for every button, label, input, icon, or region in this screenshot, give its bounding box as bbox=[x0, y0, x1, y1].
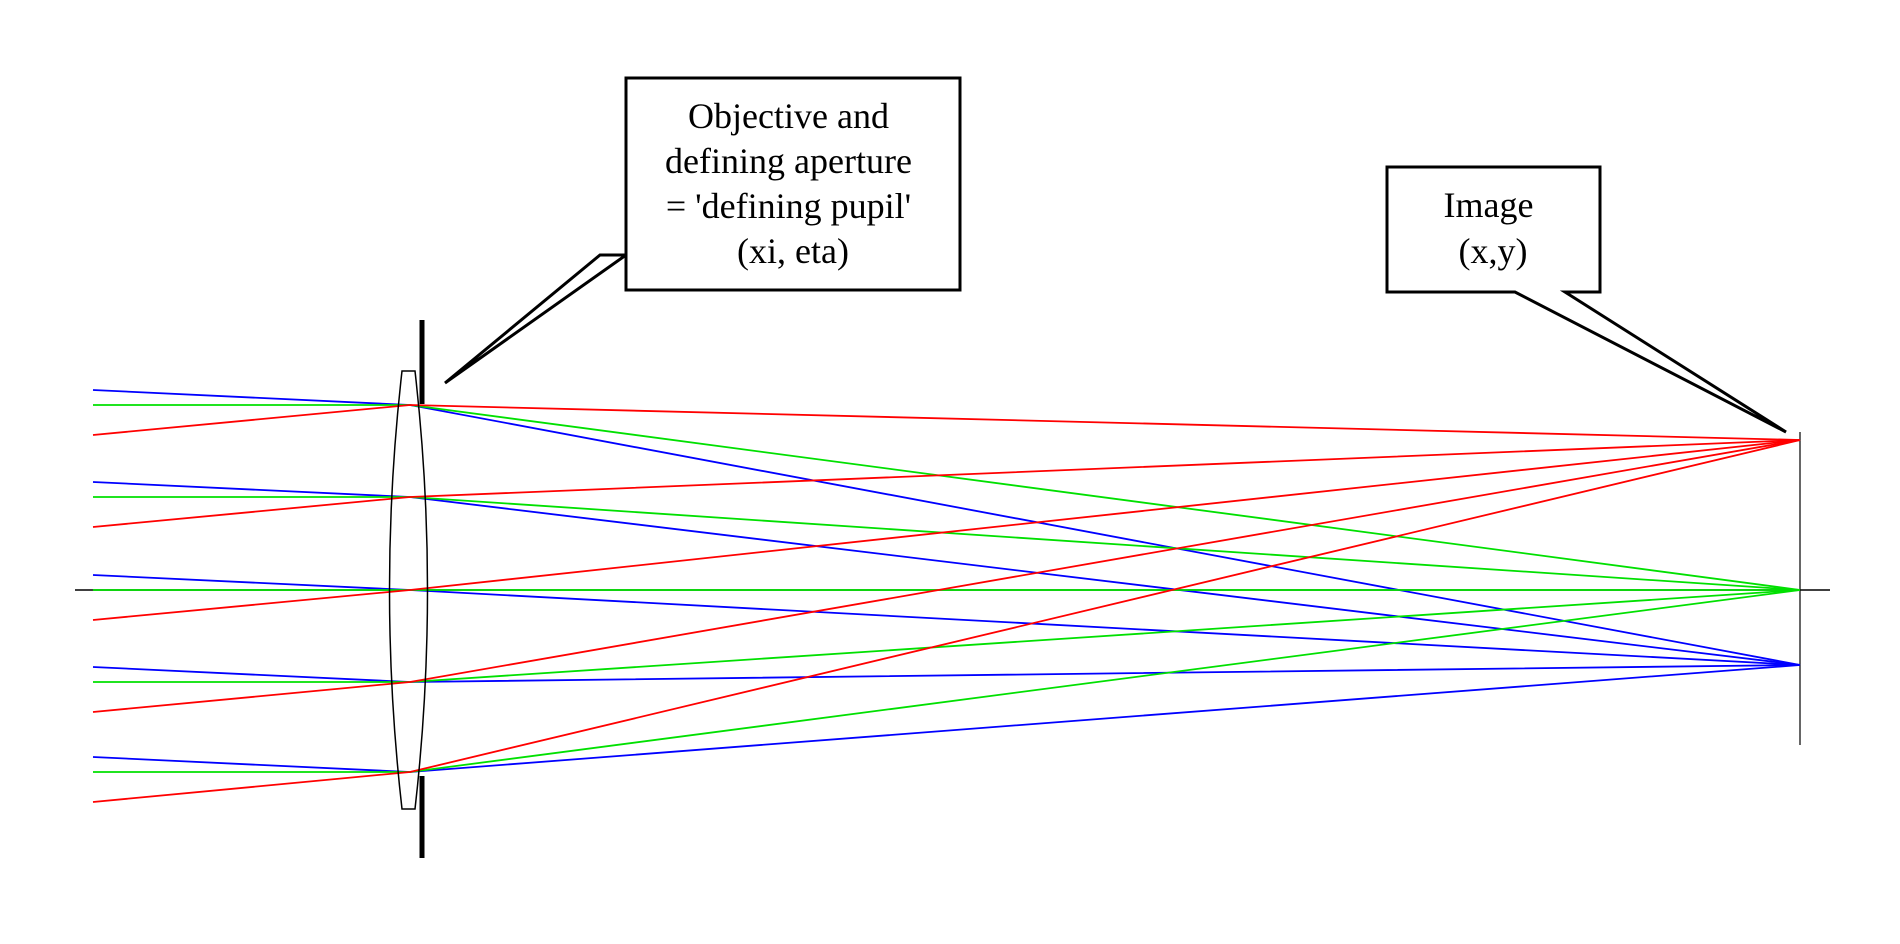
callout-image-line-2: (x,y) bbox=[1459, 231, 1528, 271]
ray-blue-5 bbox=[92, 664, 1801, 773]
ray-red-2 bbox=[92, 439, 1801, 528]
ray-red-4 bbox=[92, 439, 1801, 713]
callout-image: Image (x,y) bbox=[1385, 165, 1787, 434]
callout-objective-line-1: Objective and bbox=[688, 96, 889, 136]
ray-red-3 bbox=[92, 439, 1801, 621]
ray-red-5 bbox=[92, 439, 1801, 803]
ray-red-1 bbox=[92, 404, 1801, 441]
objective-lens bbox=[388, 370, 429, 810]
callout-objective: Objective and defining aperture = 'defin… bbox=[444, 76, 962, 385]
callout-objective-bubble bbox=[444, 76, 962, 385]
ray-traces bbox=[92, 389, 1801, 803]
svg-text:Objective and defining a: Objective and defining aperture = 'defin… bbox=[665, 96, 921, 271]
callout-image-bubble bbox=[1385, 165, 1787, 434]
svg-text:Image (x,y): Image (x,y) bbox=[1444, 185, 1543, 271]
callout-objective-line-4: (xi, eta) bbox=[737, 231, 849, 271]
callout-objective-line-3: = 'defining pupil' bbox=[666, 186, 911, 226]
callout-image-line-1: Image bbox=[1444, 185, 1534, 225]
callout-objective-line-2: defining aperture bbox=[665, 141, 912, 181]
ray-blue-4 bbox=[92, 664, 1801, 683]
ray-green-2 bbox=[93, 496, 1801, 591]
